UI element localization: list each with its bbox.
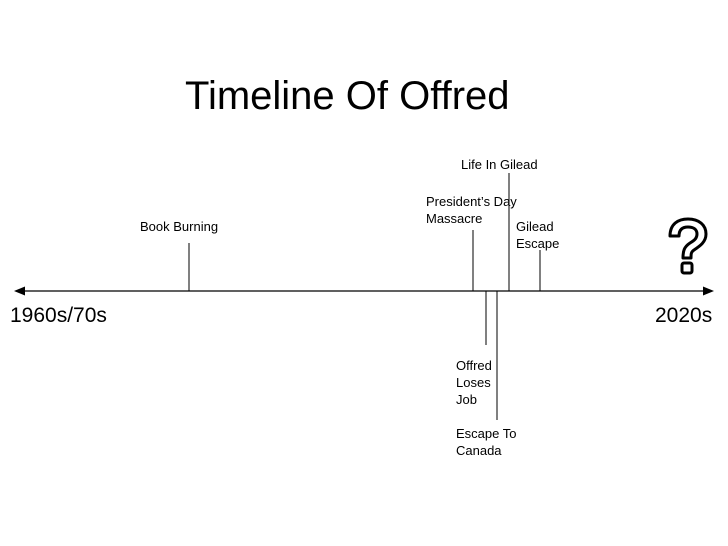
event-life-in-gilead: Life In Gilead: [461, 156, 538, 173]
question-mark-icon: [664, 216, 712, 285]
event-label-line: Massacre: [426, 211, 483, 226]
end-era-label: 2020s: [655, 304, 713, 327]
event-label-line: Loses: [456, 375, 491, 390]
event-label-line: President’s Day: [426, 194, 517, 209]
event-label-line: Canada: [456, 443, 502, 458]
start-era-label: 1960s/70s: [10, 304, 107, 327]
timeline-arrow-left: [14, 286, 25, 296]
event-escape-to-canada: Escape To Canada: [456, 425, 516, 459]
page-title: Timeline Of Offred: [185, 74, 510, 118]
event-label: Book Burning: [140, 219, 219, 234]
event-label-line: Escape To: [456, 426, 517, 441]
event-label-line: Offred: [456, 358, 492, 373]
event-gilead-escape: Gilead Escape: [516, 218, 559, 252]
event-offred-loses-job: Offred Loses Job: [456, 357, 492, 408]
event-label-line: Job: [456, 392, 477, 407]
event-book-burning: Book Burning: [140, 218, 218, 235]
event-presidents-day-massacre: President’s Day Massacre: [426, 193, 517, 227]
event-label-line: Gilead: [516, 219, 554, 234]
event-label-line: Escape: [516, 236, 560, 251]
event-label: Life In Gilead: [461, 157, 538, 172]
timeline-arrow-right: [703, 286, 714, 296]
